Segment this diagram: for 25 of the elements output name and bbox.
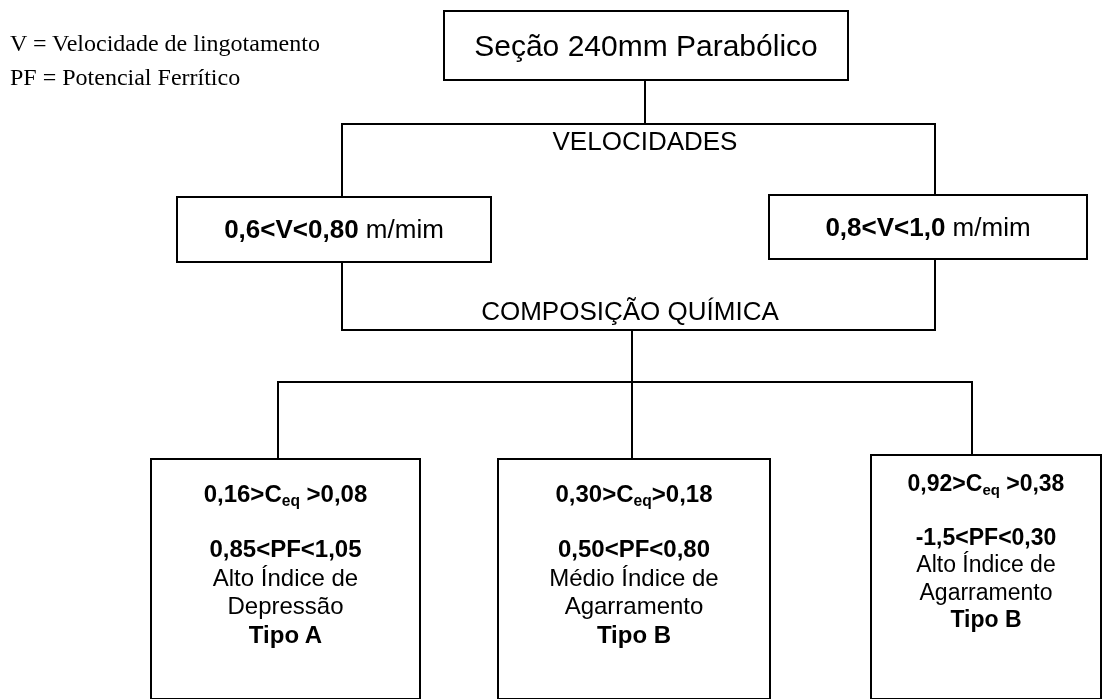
root-box bbox=[443, 10, 849, 81]
description-text: Médio Índice de Agarramento bbox=[548, 563, 720, 622]
group-label: COMPOSIÇÃO QUÍMICA bbox=[480, 296, 780, 327]
speed-box bbox=[768, 194, 1088, 260]
ferritic-range-text: 0,50<PF<0,80 bbox=[557, 534, 711, 564]
carbon-range-text: 0,92>C$_{eq}$ >0,38 bbox=[907, 470, 1065, 498]
node-text: 0,8<V<1,0 m/mim bbox=[825, 211, 1031, 243]
type-text: Tipo B bbox=[950, 606, 1022, 634]
group-label: VELOCIDADES bbox=[551, 126, 739, 157]
class-box bbox=[870, 454, 1102, 699]
class-box bbox=[150, 458, 421, 699]
description-text: Alto Índice de Agarramento bbox=[915, 551, 1057, 607]
type-text: Tipo A bbox=[248, 621, 323, 650]
type-text: Tipo B bbox=[596, 621, 672, 650]
node-text: Seção 240mm Parabólico bbox=[474, 28, 818, 63]
legend-text: V = Velocidade de lingotamento bbox=[10, 30, 320, 57]
carbon-range-text: 0,16>C$_{eq}$ >0,08 bbox=[203, 480, 368, 509]
speed-box bbox=[176, 196, 492, 263]
node-text: 0,6<V<0,80 m/mim bbox=[224, 214, 444, 245]
description-text: Alto Índice de Depressão bbox=[211, 563, 360, 622]
ferritic-range-text: 0,85<PF<1,05 bbox=[209, 534, 362, 564]
carbon-range-text: 0,30>C$_{eq}$>0,18 bbox=[555, 480, 713, 509]
legend-text: PF = Potencial Ferrítico bbox=[10, 64, 241, 91]
class-box bbox=[497, 458, 771, 699]
ferritic-range-text: -1,5<PF<0,30 bbox=[915, 523, 1057, 551]
